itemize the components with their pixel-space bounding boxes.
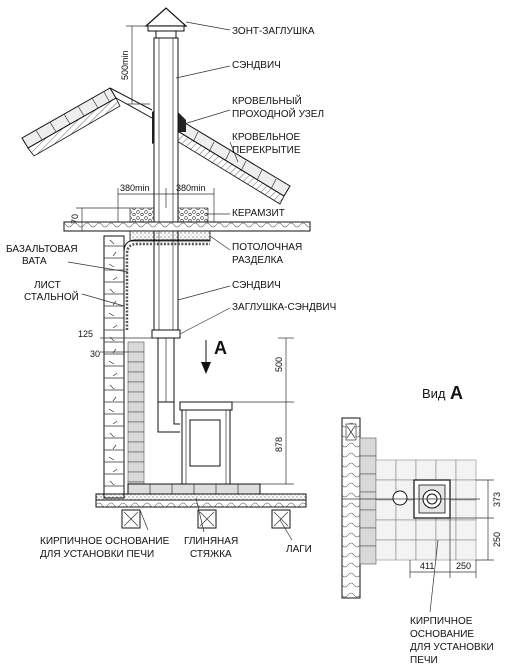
label-brick-base-line2: ДЛЯ УСТАНОВКИ ПЕЧИ [40,549,154,560]
label-plug-sandwich: ЗАГЛУШКА-СЭНДВИЧ [232,302,336,313]
dim-250-vertical: 250 [492,532,502,547]
label-joists: ЛАГИ [286,544,312,555]
label-basalt-line1: БАЗАЛЬТОВАЯ [6,244,78,255]
label-base2-line1: КИРПИЧНОЕ [410,616,473,627]
label-roof-slab-line2: ПЕРЕКРЫТИЕ [232,145,301,156]
dim-373: 373 [492,492,502,507]
dim-380min-right: 380min [176,183,206,193]
clay-screed [95,493,307,501]
view-a-letter: A [450,383,463,403]
roof [21,87,291,205]
label-basalt-line2: ВАТА [22,256,47,267]
dimension-lines [76,25,294,485]
label-clay-screed-line1: ГЛИНЯНАЯ [184,536,238,547]
label-ceiling-cut-line1: ПОТОЛОЧНАЯ [232,242,302,253]
label-base2-line3: ДЛЯ УСТАНОВКИ [410,642,494,653]
dim-500: 500 [274,357,284,372]
view-a-word: Вид [422,386,446,401]
ceiling [63,207,311,242]
view-arrow-letter: A [214,338,227,358]
stove [179,401,233,485]
dim-380min-left: 380min [120,183,150,193]
keramzit-fill-left [129,207,155,223]
dim-125: 125 [78,329,93,339]
label-roof-slab-line1: КРОВЕЛЬНОЕ [232,132,301,143]
label-steel-line1: ЛИСТ [34,280,61,291]
dim-878: 878 [274,437,284,452]
dim-250-horizontal: 250 [456,561,471,571]
floor [95,483,307,529]
label-ceiling-cut-line2: РАЗДЕЛКА [232,255,283,266]
label-keramzit: КЕРАМЗИТ [232,208,285,219]
basalt-wool [125,242,210,330]
roof-tiles-left [35,91,110,141]
keramzit-fill-right [177,207,209,223]
label-sandwich-top: СЭНДВИЧ [232,60,281,71]
view-a-base-grid [375,459,477,561]
view-a: Вид A 3 [341,383,502,666]
umbrella-cap [144,7,188,27]
dim-30: 30 [90,349,100,359]
steel-sheet [123,239,210,330]
label-steel-line2: СТАЛЬНОЙ [24,290,79,303]
dim-411: 411 [420,561,434,571]
leader-lines [67,21,293,541]
label-base2-line4: ПЕЧИ [410,655,438,666]
plug-sandwich [151,329,181,339]
dim-500min: 500min [120,50,130,80]
label-clay-screed-line2: СТЯЖКА [190,549,232,560]
roof-tiles-right [192,131,277,190]
brick-screen [127,341,145,493]
label-brick-base-line1: КИРПИЧНОЕ ОСНОВАНИЕ [40,536,170,547]
label-sandwich-mid: СЭНДВИЧ [232,280,281,291]
label-umbrella-cap: ЗОНТ-ЗАГЛУШКА [232,26,315,37]
label-base2-line2: ОСНОВАНИЕ [410,629,474,640]
dim-70: 70 [70,214,80,224]
label-roof-node-line1: КРОВЕЛЬНЫЙ [232,94,302,107]
label-roof-node-line2: ПРОХОДНОЙ УЗЕЛ [232,107,324,120]
